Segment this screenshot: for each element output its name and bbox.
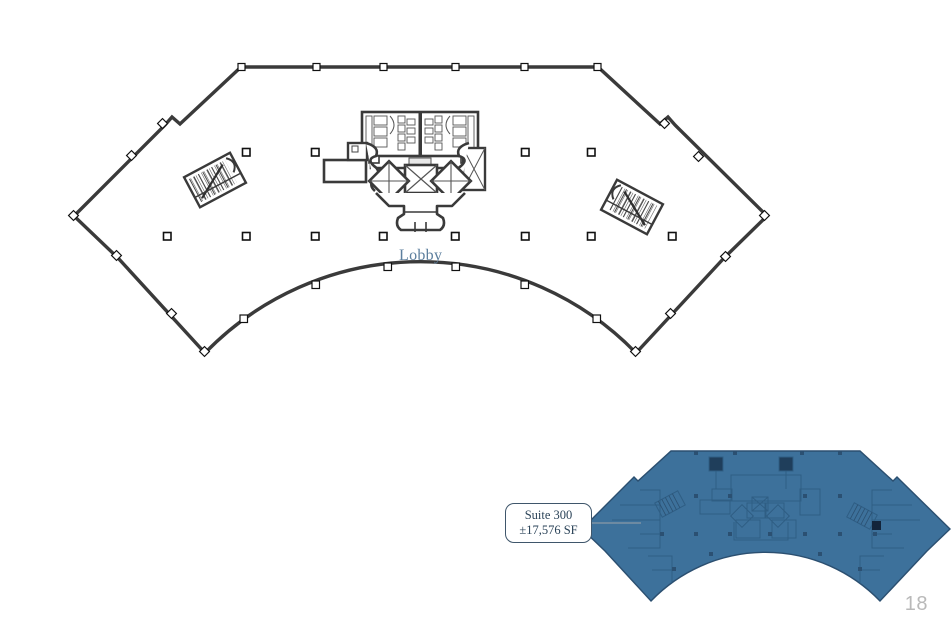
perimeter-column-markers: [67, 62, 771, 358]
elevator-cab-left: [367, 159, 411, 203]
suite-callout-title: Suite 300: [524, 508, 573, 522]
interior-column-grid: [162, 147, 677, 241]
key-plan-floorplate: [580, 450, 952, 603]
stairwell-right: [599, 178, 665, 236]
key-plan-partitions: [612, 451, 920, 585]
lobby-label: Lobby: [399, 247, 443, 264]
stairwell-left: [182, 151, 248, 209]
suite-callout[interactable]: Suite 300 ±17,576 SF: [505, 503, 592, 543]
page-number: 18: [904, 593, 928, 615]
building-core: [322, 110, 487, 232]
elevator-lobby: [375, 192, 466, 232]
suite-callout-area: ±17,576 SF: [519, 523, 578, 537]
key-plan-marker: [872, 521, 881, 530]
elevator-cab-right: [429, 159, 473, 203]
core-room-left: [322, 141, 369, 184]
